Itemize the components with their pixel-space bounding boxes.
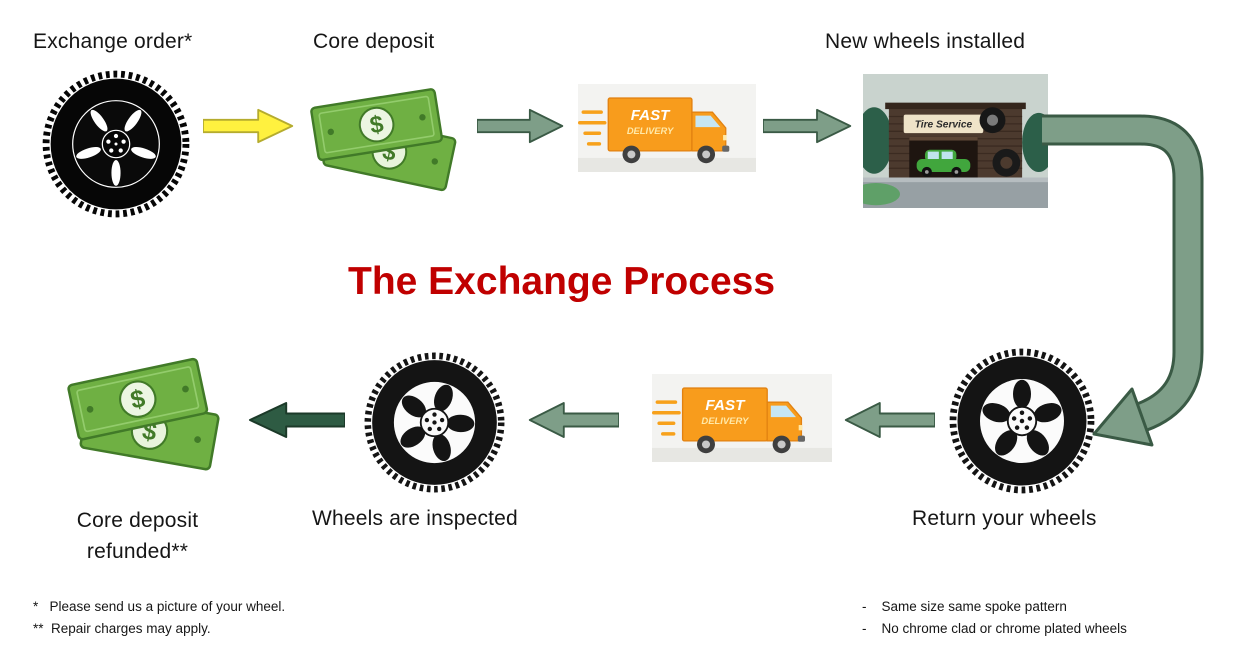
shop-sign-text: Tire Service xyxy=(915,120,973,131)
fast-delivery-truck-icon-bottom: FAST DELIVERY xyxy=(652,374,832,462)
dollar-bills-icon-bottom: $ $ xyxy=(67,357,220,471)
label-core-deposit-refunded-line2: refunded** xyxy=(86,540,189,563)
dollar-bills-icon-top: $ $ xyxy=(310,88,457,192)
yellow-right-arrow-icon xyxy=(203,108,294,144)
green-arrow-left-1-icon xyxy=(528,402,619,438)
truck-text-fast: FAST xyxy=(631,107,671,124)
page-title: The Exchange Process xyxy=(348,260,776,303)
alloy-wheel-icon-return xyxy=(949,348,1095,494)
truck-text-fast: FAST xyxy=(705,397,746,414)
footnote-no-chrome: - No chrome clad or chrome plated wheels xyxy=(862,621,1127,636)
black-wheel-icon xyxy=(42,70,190,218)
green-arrow-right-2-icon xyxy=(763,108,852,144)
label-core-deposit: Core deposit xyxy=(313,30,435,53)
dollar-sign: $ xyxy=(368,111,386,140)
green-arrow-left-2-icon xyxy=(844,402,935,438)
green-arrow-right-1-icon xyxy=(477,108,564,144)
label-return-your-wheels: Return your wheels xyxy=(912,507,1097,530)
alloy-wheel-icon-inspected xyxy=(364,352,505,493)
label-core-deposit-refunded-line1: Core deposit xyxy=(76,509,199,532)
label-new-wheels-installed: New wheels installed xyxy=(825,30,1026,53)
footnote-picture-of-wheel: * Please send us a picture of your wheel… xyxy=(33,599,286,614)
label-wheels-are-inspected: Wheels are inspected xyxy=(312,507,518,530)
footnotes-right: - Same size same spoke pattern - No chro… xyxy=(862,596,1127,640)
footnotes-left: * Please send us a picture of your wheel… xyxy=(33,596,285,640)
label-core-deposit-refunded: Core deposit refunded** xyxy=(35,505,240,567)
footnote-same-size: - Same size same spoke pattern xyxy=(862,599,1067,614)
curved-down-arrow-icon xyxy=(1042,114,1204,447)
label-exchange-order: Exchange order* xyxy=(33,30,193,53)
truck-text-delivery: DELIVERY xyxy=(701,416,749,426)
dollar-sign: $ xyxy=(128,384,148,414)
footnote-repair-charges: ** Repair charges may apply. xyxy=(33,621,211,636)
tire-service-shop-icon: Tire Service xyxy=(863,74,1048,208)
truck-text-delivery: DELIVERY xyxy=(627,126,674,136)
fast-delivery-truck-icon-top: FAST DELIVERY xyxy=(578,84,756,172)
dark-green-arrow-left-icon xyxy=(248,402,345,438)
